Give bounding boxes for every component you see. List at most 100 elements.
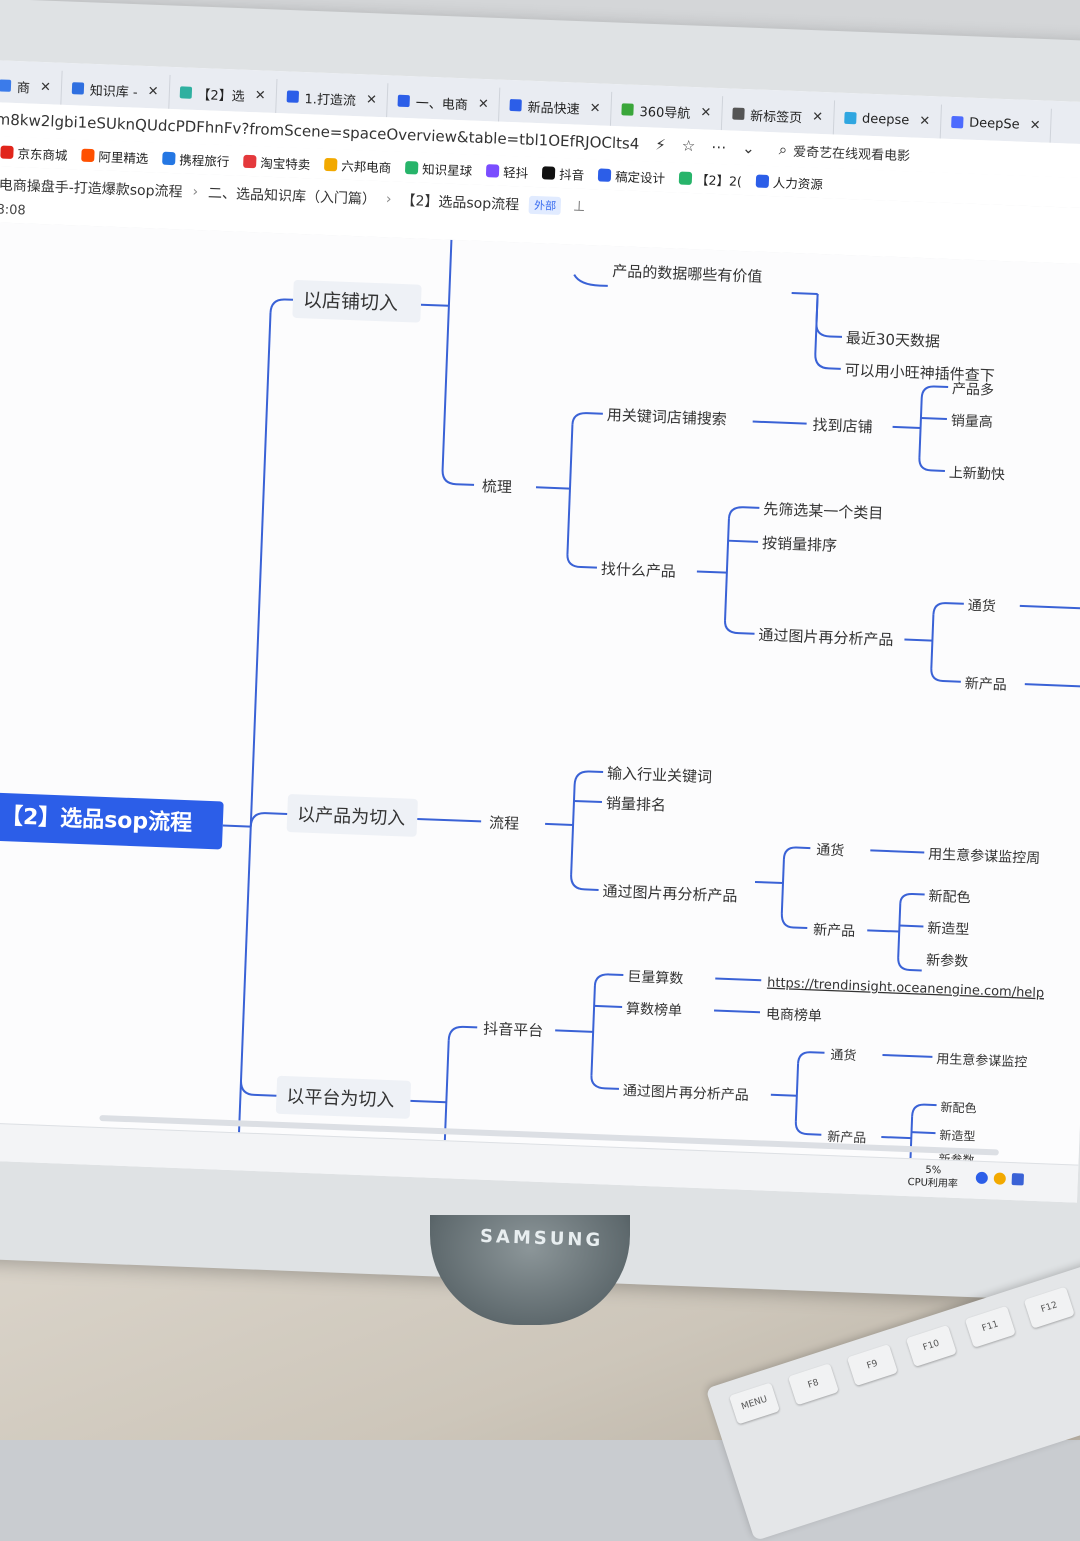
cpu-label: CPU利用率 <box>907 1177 959 1190</box>
node-product-tonghuo[interactable]: 通货 <box>816 841 845 859</box>
node-sort[interactable]: 梳理 <box>482 477 513 496</box>
node-store-top-child[interactable]: 可以用小旺神插件查下 <box>844 361 995 385</box>
bookmark-item[interactable]: 人力资源 <box>755 171 824 193</box>
node-find-step[interactable]: 通过图片再分析产品 <box>758 626 894 649</box>
tab-favicon-icon <box>0 79 12 92</box>
tab-label: 360导航 <box>639 104 691 122</box>
bookmark-item[interactable]: 抖音 <box>541 163 585 184</box>
lightning-icon[interactable]: ⚡ <box>654 135 667 155</box>
node-product-step[interactable]: 输入行业关键词 <box>607 764 713 786</box>
browser-tab[interactable]: 360导航 ✕ <box>610 91 723 131</box>
tab-label: 新标签页 <box>749 108 803 126</box>
branch-store[interactable]: 以店铺切入 <box>303 289 399 315</box>
search-hint[interactable]: 爱奇艺在线观看电影 <box>792 144 911 164</box>
breadcrumb-item[interactable]: B电商操盘手-打造爆款sop流程 <box>0 177 183 201</box>
bookmark-item[interactable]: 淘宝特卖 <box>243 151 311 173</box>
browser-tab[interactable]: 一、电商✕ <box>387 83 501 122</box>
close-icon[interactable]: ✕ <box>1029 117 1041 133</box>
tray-app-icon[interactable] <box>975 1171 989 1185</box>
node-find-store[interactable]: 找到店铺 <box>812 416 873 436</box>
bookmark-item[interactable]: 六邦电商 <box>324 154 392 176</box>
tray-app-icon[interactable] <box>993 1172 1007 1185</box>
node-suanshu[interactable]: 算数榜单 <box>626 1000 683 1019</box>
close-icon[interactable]: ✕ <box>254 87 266 104</box>
browser-tab[interactable]: DeepSe✕ <box>940 104 1053 143</box>
node-platform-tonghuo-detail[interactable]: 用生意参谋监控 <box>936 1051 1028 1070</box>
close-icon[interactable]: ✕ <box>589 100 601 116</box>
branch-node-bg <box>286 794 418 837</box>
node-product-new-child[interactable]: 新参数 <box>926 952 969 971</box>
node-product-tonghuo-detail[interactable]: 用生意参谋监控周 <box>928 846 1041 867</box>
connector-lines <box>222 239 1080 1159</box>
node-store-trait[interactable]: 上新勤快 <box>949 465 1006 483</box>
tab-favicon-icon <box>509 98 522 112</box>
close-icon[interactable]: ✕ <box>477 96 490 112</box>
node-keyword-search[interactable]: 用关键词店铺搜索 <box>606 406 727 429</box>
more-icon[interactable]: ⋯ <box>710 137 727 157</box>
bookmark-item[interactable]: 京东商城 <box>0 142 68 164</box>
monitor-brand-logo: SAMSUNG <box>479 1225 604 1252</box>
node-juliang[interactable]: 巨量算数 <box>627 969 684 987</box>
node-product-new-child[interactable]: 新造型 <box>927 921 970 939</box>
node-product-step[interactable]: 通过图片再分析产品 <box>602 882 738 905</box>
node-platform-analyze[interactable]: 通过图片再分析产品 <box>623 1083 750 1104</box>
close-icon[interactable]: ✕ <box>39 79 52 95</box>
browser-tab[interactable]: 商✕ <box>0 67 63 105</box>
branch-product[interactable]: 以产品为切入 <box>297 804 406 829</box>
bookmark-item[interactable]: 携程旅行 <box>162 148 230 170</box>
node-store-trait[interactable]: 产品多 <box>952 380 995 399</box>
node-product-new-child[interactable]: 新配色 <box>928 888 971 907</box>
browser-tab[interactable]: 1.打造流✕ <box>276 79 389 118</box>
cpu-monitor[interactable]: 5% CPU利用率 <box>907 1163 958 1191</box>
close-icon[interactable]: ✕ <box>919 113 931 129</box>
node-platform-new-child[interactable]: 新造型 <box>939 1127 976 1143</box>
node-product-new[interactable]: 新产品 <box>813 922 856 940</box>
node-find-what[interactable]: 找什么产品 <box>601 560 677 581</box>
browser-tab[interactable]: deepse✕ <box>833 100 942 139</box>
bookmark-item[interactable]: 稿定设计 <box>597 165 666 187</box>
node-platform-new-child[interactable]: 新配色 <box>940 1099 977 1115</box>
bookmark-item[interactable]: 阿里精选 <box>81 145 149 167</box>
bookmark-label: 阿里精选 <box>98 148 149 166</box>
node-douyin[interactable]: 抖音平台 <box>483 1020 544 1040</box>
node-store-analysis[interactable]: 通货 <box>967 597 996 615</box>
node-platform-new[interactable]: 新产品 <box>827 1129 867 1146</box>
close-icon[interactable]: ✕ <box>811 109 824 125</box>
star-icon[interactable]: ☆ <box>681 136 696 156</box>
link-trendinsight[interactable]: https://trendinsight.oceanengine.com/hel… <box>767 976 1045 1002</box>
bookmark-label: 【2】2( <box>695 171 743 189</box>
keyboard-key: F8 <box>787 1363 839 1406</box>
breadcrumb-item[interactable]: 二、选品知识库（入门篇） <box>207 185 377 208</box>
node-ecom-rank[interactable]: 电商榜单 <box>766 1005 823 1024</box>
branch-platform[interactable]: 以平台为切入 <box>286 1086 395 1111</box>
close-icon[interactable]: ✕ <box>700 104 712 121</box>
bookmark-item[interactable]: 轻抖 <box>485 161 529 182</box>
close-icon[interactable]: ✕ <box>147 83 159 99</box>
node-find-step[interactable]: 按销量排序 <box>762 534 838 555</box>
bookmark-item[interactable]: 【2】2( <box>678 168 743 189</box>
node-store-top[interactable]: 产品的数据哪些有价值 <box>612 262 763 286</box>
node-product-step[interactable]: 销量排名 <box>606 794 667 814</box>
browser-tab[interactable]: 新标签页 ✕ <box>721 96 835 135</box>
node-platform-tonghuo[interactable]: 通货 <box>830 1047 857 1064</box>
bookmark-favicon-icon <box>597 167 612 182</box>
mindmap-root-node[interactable]: 【2】选品sop流程 <box>0 791 224 850</box>
pin-icon[interactable]: ⊥ <box>572 198 586 215</box>
chevron-down-icon[interactable]: ⌄ <box>741 138 756 158</box>
close-icon[interactable]: ✕ <box>365 91 378 108</box>
breadcrumb-item[interactable]: 【2】选品sop流程 <box>401 192 520 214</box>
tray-app-icon[interactable] <box>1011 1173 1025 1186</box>
mindmap-canvas[interactable]: 以店铺切入 以产品为切入 以平台为切入 产品的数据哪些有价值 最近30天数据 可… <box>0 221 1080 1165</box>
bookmark-favicon-icon <box>541 165 556 180</box>
node-store-trait[interactable]: 销量高 <box>951 412 994 431</box>
tab-label: 商 <box>16 80 31 97</box>
browser-tab[interactable]: 知识库 -✕ <box>61 70 171 109</box>
node-store-top-child[interactable]: 最近30天数据 <box>846 329 941 351</box>
browser-tab[interactable]: 【2】选✕ <box>168 74 278 114</box>
node-store-analysis[interactable]: 新产品 <box>964 676 1007 694</box>
browser-tab[interactable]: 新品快速✕ <box>499 87 613 126</box>
node-find-step[interactable]: 先筛选某一个类目 <box>763 500 884 523</box>
bookmark-label: 淘宝特卖 <box>260 154 311 172</box>
node-flow[interactable]: 流程 <box>489 814 520 833</box>
bookmark-item[interactable]: 知识星球 <box>405 158 473 180</box>
